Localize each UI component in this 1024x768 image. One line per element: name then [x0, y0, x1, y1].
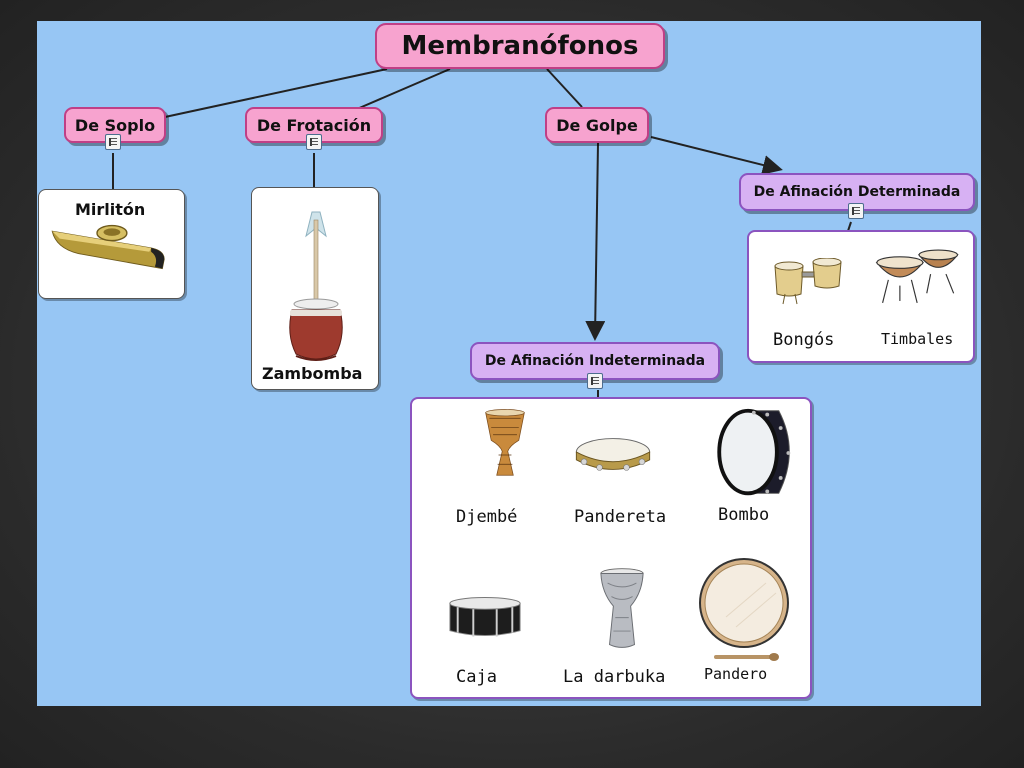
note-icon[interactable] — [105, 134, 121, 150]
note-icon[interactable] — [306, 134, 322, 150]
instrument-label: Bongós — [773, 330, 835, 350]
link-golpe-indeterminada — [585, 142, 606, 341]
note-icon[interactable] — [587, 373, 603, 389]
tambourine-icon — [575, 438, 651, 471]
frame-drum-icon — [699, 558, 789, 661]
node-de-golpe-label: De Golpe — [556, 115, 638, 135]
instrument-label: Pandereta — [574, 507, 667, 527]
card-afinacion-determinada[interactable]: Bongós Timbales — [747, 230, 975, 363]
node-afinacion-indeterminada-label: De Afinación Indeterminada — [484, 353, 706, 369]
bongos-icon — [774, 258, 842, 305]
root-node[interactable]: Membranófonos — [375, 23, 665, 69]
snare-drum-icon — [449, 597, 521, 637]
connector-lines — [112, 68, 852, 399]
card-mirliton[interactable]: Mirlitón — [38, 189, 185, 299]
instrument-label: La darbuka — [563, 667, 666, 687]
instrument-label: Timbales — [881, 330, 954, 348]
timbales-icon — [875, 249, 959, 304]
instrument-label: Bombo — [718, 505, 770, 525]
djembe-icon — [485, 409, 525, 476]
link-determinada-card — [847, 221, 852, 232]
link-root-golpe — [546, 68, 583, 108]
kazoo-icon — [51, 224, 165, 270]
card-zambomba[interactable]: Zambomba — [251, 187, 379, 390]
instrument-label: Djembé — [456, 507, 518, 527]
instrument-label: Pandero — [704, 665, 768, 683]
instrument-label: Mirlitón — [75, 200, 146, 219]
node-de-frotacion-label: De Frotación — [256, 115, 372, 135]
instrument-label: Caja — [456, 667, 497, 687]
bass-drum-icon — [717, 408, 791, 496]
concept-map-canvas: Membranófonos De Soplo De Frotación De G… — [37, 21, 981, 706]
link-root-soplo — [164, 68, 388, 118]
zambomba-icon — [289, 211, 343, 361]
instrument-label: Zambomba — [262, 364, 363, 383]
note-icon[interactable] — [848, 203, 864, 219]
node-de-golpe[interactable]: De Golpe — [545, 107, 649, 143]
darbuka-icon — [600, 568, 644, 648]
link-golpe-determinada — [650, 136, 783, 175]
card-afinacion-indeterminada[interactable]: Djembé Pandereta Bombo Caja La darbuka P… — [410, 397, 812, 699]
node-afinacion-determinada-label: De Afinación Determinada — [753, 184, 961, 200]
node-de-soplo-label: De Soplo — [74, 115, 156, 135]
link-root-frotacion — [356, 68, 451, 110]
root-title: Membranófonos — [401, 31, 639, 61]
